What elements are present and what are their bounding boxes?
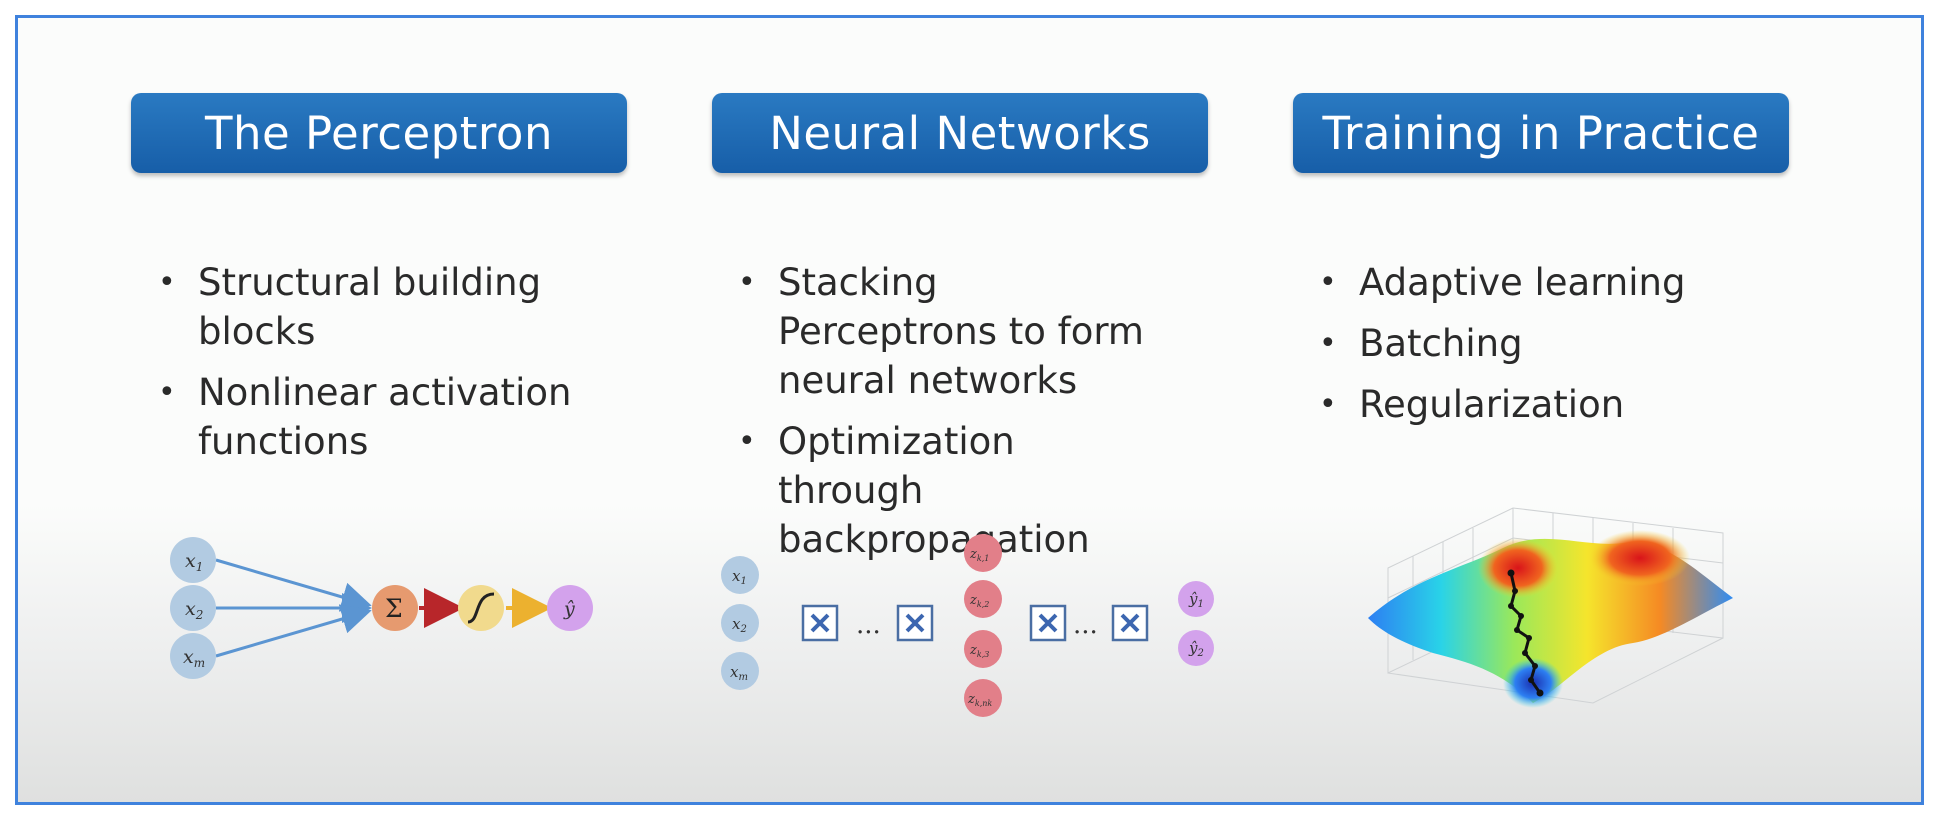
header-neural-networks-title: Neural Networks — [769, 106, 1151, 160]
input-label: xm — [183, 646, 205, 670]
hidden-node — [964, 630, 1002, 668]
hidden-node — [964, 534, 1002, 572]
hidden-label: zk,1 — [969, 547, 989, 563]
input-arrow — [215, 604, 372, 658]
bullet-item: Optimization through backpropagation — [732, 417, 1152, 564]
network-diagram: x1 x2 xm ... zk,1 zk,2 zk,3 zk,nk ... — [721, 534, 1214, 717]
header-training-title: Training in Practice — [1322, 106, 1760, 160]
surface-peak — [1590, 530, 1690, 586]
output-label: ŷ2 — [1188, 639, 1204, 659]
bullet-item: Batching — [1313, 319, 1733, 368]
perceptron-bullets: Structural building blocks Nonlinear act… — [152, 258, 592, 478]
hidden-node — [964, 580, 1002, 618]
input-arrow — [215, 558, 372, 612]
activation-node — [458, 585, 504, 631]
input-node — [721, 556, 759, 594]
input-node — [170, 537, 216, 583]
bullet-item: Regularization — [1313, 380, 1733, 429]
input-label: x1 — [732, 567, 747, 587]
sum-node — [372, 585, 418, 631]
input-label: x2 — [185, 598, 203, 622]
dense-layer-icon — [1111, 604, 1149, 642]
loss-surface-image — [1368, 507, 1733, 708]
output-node — [1178, 581, 1214, 617]
surface-peak — [1478, 538, 1558, 598]
input-node — [170, 633, 216, 679]
output-label: ŷ1 — [1188, 590, 1204, 610]
output-node — [547, 585, 593, 631]
ellipsis: ... — [856, 610, 881, 640]
sigmoid-icon — [467, 592, 495, 624]
dense-layer-icon — [801, 604, 839, 642]
hidden-label: zk,3 — [969, 643, 989, 659]
hidden-label: zk,2 — [969, 593, 989, 609]
ellipsis: ... — [1073, 610, 1098, 640]
input-node — [721, 652, 759, 690]
sum-symbol: Σ — [385, 594, 403, 623]
input-label: x1 — [185, 550, 203, 574]
hidden-label: zk,nk — [967, 692, 992, 708]
hidden-node — [964, 679, 1002, 717]
training-bullets: Adaptive learning Batching Regularizatio… — [1313, 258, 1733, 441]
output-node — [1178, 630, 1214, 666]
dense-layer-icon — [896, 604, 934, 642]
slide: The Perceptron Neural Networks Training … — [15, 15, 1924, 805]
bullet-item: Stacking Perceptrons to form neural netw… — [732, 258, 1152, 405]
header-perceptron-title: The Perceptron — [205, 106, 553, 160]
input-label: xm — [730, 663, 748, 683]
descent-points — [1507, 569, 1544, 697]
header-training: Training in Practice — [1293, 93, 1789, 173]
descent-path — [1509, 572, 1542, 694]
bullet-item: Nonlinear activation functions — [152, 368, 592, 466]
dense-layer-icon — [1029, 604, 1067, 642]
input-node — [170, 585, 216, 631]
neural-networks-bullets: Stacking Perceptrons to form neural netw… — [732, 258, 1152, 576]
input-label: x2 — [732, 615, 747, 635]
bullet-item: Adaptive learning — [1313, 258, 1733, 307]
perceptron-diagram: x1 x2 xm Σ ŷ — [170, 537, 593, 679]
header-perceptron: The Perceptron — [131, 93, 627, 173]
output-label: ŷ — [563, 598, 575, 620]
bullet-item: Structural building blocks — [152, 258, 592, 356]
header-neural-networks: Neural Networks — [712, 93, 1208, 173]
input-node — [721, 604, 759, 642]
